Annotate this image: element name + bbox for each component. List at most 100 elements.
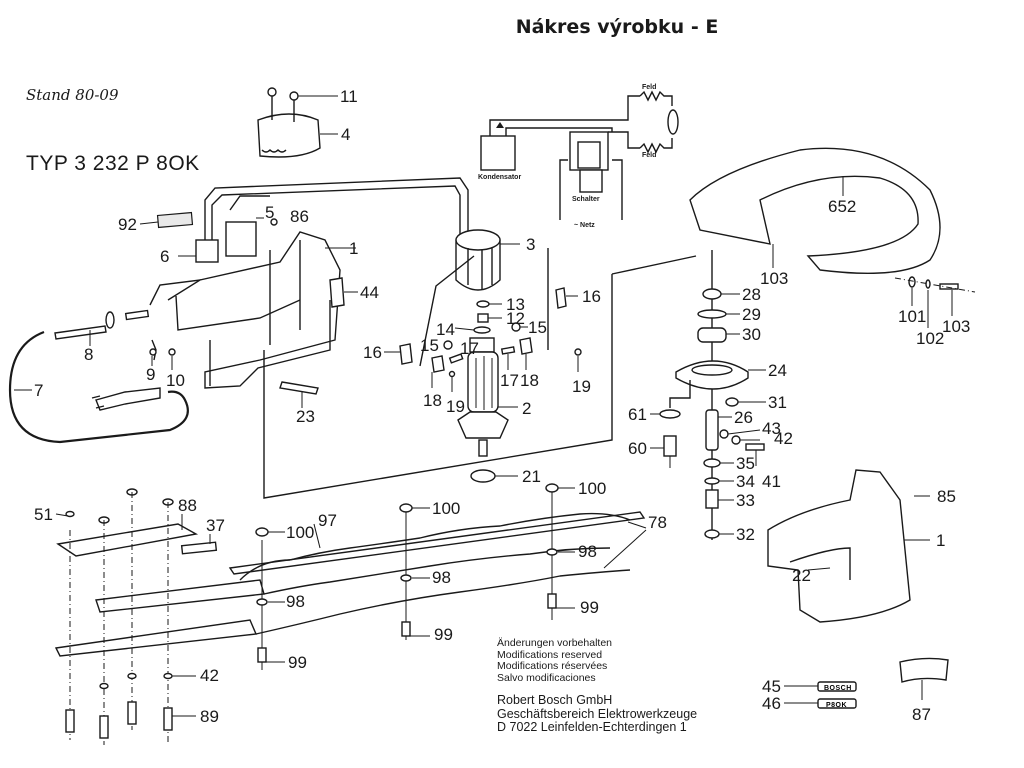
field-top-label: Feld — [642, 84, 657, 91]
callout-37[interactable]: 37 — [206, 516, 225, 535]
callout-35[interactable]: 35 — [736, 454, 755, 473]
callout-98-left[interactable]: 98 — [286, 592, 305, 611]
gear-train-parts — [650, 250, 766, 540]
callout-98-right[interactable]: 98 — [578, 542, 597, 561]
callout-32[interactable]: 32 — [736, 525, 755, 544]
badges: BOSCH P8OK — [784, 657, 949, 709]
callout-89[interactable]: 89 — [200, 707, 219, 726]
capacitor-part — [195, 239, 219, 263]
mains-label: ~ Netz — [574, 222, 595, 229]
callout-99-right[interactable]: 99 — [580, 598, 599, 617]
callout-26[interactable]: 26 — [734, 408, 753, 427]
callout-22[interactable]: 22 — [792, 566, 811, 585]
callout-92[interactable]: 92 — [118, 215, 137, 234]
callout-7[interactable]: 7 — [34, 381, 44, 400]
callout-18-left[interactable]: 18 — [423, 391, 442, 410]
callout-61[interactable]: 61 — [628, 405, 647, 424]
callout-17-right[interactable]: 17 — [500, 371, 519, 390]
strip-23-part — [279, 381, 319, 395]
filter-part — [156, 211, 194, 229]
note-line: Änderungen vorbehalten — [497, 637, 613, 649]
callout-17-left[interactable]: 17 — [460, 339, 479, 358]
callout-31[interactable]: 31 — [768, 393, 787, 412]
callout-9[interactable]: 9 — [146, 365, 156, 384]
callout-45[interactable]: 45 — [762, 677, 781, 696]
note-line: Modifications réservées — [497, 660, 608, 672]
nameplate-44-part — [329, 277, 345, 308]
modification-notes: Änderungen vorbehalten Modifications res… — [497, 637, 613, 684]
callout-86[interactable]: 86 — [290, 207, 309, 226]
callout-19-right[interactable]: 19 — [572, 377, 591, 396]
callout-2[interactable]: 2 — [522, 399, 532, 418]
callout-102[interactable]: 102 — [916, 329, 945, 348]
callout-16-left[interactable]: 16 — [363, 343, 382, 362]
motor-housing-part — [167, 231, 356, 389]
callout-12[interactable]: 12 — [506, 309, 525, 328]
callout-23[interactable]: 23 — [296, 407, 315, 426]
callout-41[interactable]: 41 — [762, 472, 781, 491]
callout-10[interactable]: 10 — [166, 371, 185, 390]
callout-13[interactable]: 13 — [506, 295, 525, 314]
page-title: Nákres výrobku - E — [515, 16, 719, 38]
model-type-label: TYP 3 232 P 8OK — [26, 152, 200, 175]
brush-cover-part — [257, 87, 338, 158]
callout-29[interactable]: 29 — [742, 305, 761, 324]
callout-99-left[interactable]: 99 — [288, 653, 307, 672]
callout-98-mid[interactable]: 98 — [432, 568, 451, 587]
company-location: D 7022 Leinfelden-Echterdingen 1 — [497, 720, 687, 734]
callout-28[interactable]: 28 — [742, 285, 761, 304]
callout-87[interactable]: 87 — [912, 705, 931, 724]
callout-99-mid[interactable]: 99 — [434, 625, 453, 644]
handle-guard-part — [689, 147, 976, 328]
switch-label: Schalter — [572, 196, 600, 203]
callout-1-motor-housing[interactable]: 1 — [349, 239, 359, 258]
field-coil-part — [419, 229, 520, 367]
callout-88[interactable]: 88 — [178, 496, 197, 515]
callout-5[interactable]: 5 — [265, 203, 275, 222]
armature-assembly — [384, 248, 582, 483]
callout-101[interactable]: 101 — [898, 307, 927, 326]
callout-44[interactable]: 44 — [360, 283, 379, 302]
callout-51[interactable]: 51 — [34, 505, 53, 524]
note-line: Salvo modificaciones — [497, 671, 596, 684]
callout-18-right[interactable]: 18 — [520, 371, 539, 390]
callout-100-left[interactable]: 100 — [286, 523, 315, 542]
callout-4[interactable]: 4 — [341, 125, 351, 144]
revision-note: Stand 80-09 — [26, 86, 119, 104]
callout-3[interactable]: 3 — [526, 235, 536, 254]
callout-103-right[interactable]: 103 — [942, 317, 971, 336]
callout-97[interactable]: 97 — [318, 511, 337, 530]
callout-652[interactable]: 652 — [828, 197, 857, 216]
callout-16-right[interactable]: 16 — [582, 287, 601, 306]
callout-42-plate[interactable]: 42 — [200, 666, 219, 685]
callout-21[interactable]: 21 — [522, 467, 541, 486]
callout-15-right[interactable]: 15 — [528, 318, 547, 337]
cord-sleeve-part — [54, 309, 150, 346]
callout-78[interactable]: 78 — [648, 513, 667, 532]
callout-15-left[interactable]: 15 — [420, 336, 439, 355]
callout-8[interactable]: 8 — [84, 345, 94, 364]
callout-14[interactable]: 14 — [436, 320, 455, 339]
callout-33[interactable]: 33 — [736, 491, 755, 510]
callout-46[interactable]: 46 — [762, 694, 781, 713]
callout-11[interactable]: 11 — [340, 87, 358, 106]
note-line: Modifications reserved — [497, 648, 603, 661]
callout-34[interactable]: 34 — [736, 472, 755, 491]
callout-100-mid[interactable]: 100 — [432, 499, 461, 518]
callout-19-left[interactable]: 19 — [446, 397, 465, 416]
callout-43[interactable]: 43 — [762, 419, 781, 438]
callout-1-gear-housing[interactable]: 1 — [936, 531, 946, 550]
callout-42-gear[interactable]: 42 — [774, 429, 793, 448]
callout-85[interactable]: 85 — [937, 487, 956, 506]
field-bottom-label: Feld — [642, 152, 657, 159]
callout-30[interactable]: 30 — [742, 325, 761, 344]
switch-part — [225, 221, 257, 257]
power-cord-part — [8, 330, 189, 444]
callout-103-left[interactable]: 103 — [760, 269, 789, 288]
callout-60[interactable]: 60 — [628, 439, 647, 458]
callout-6[interactable]: 6 — [160, 247, 170, 266]
callout-100-right[interactable]: 100 — [578, 479, 607, 498]
company-name: Robert Bosch GmbH — [497, 693, 613, 707]
callout-24[interactable]: 24 — [768, 361, 787, 380]
